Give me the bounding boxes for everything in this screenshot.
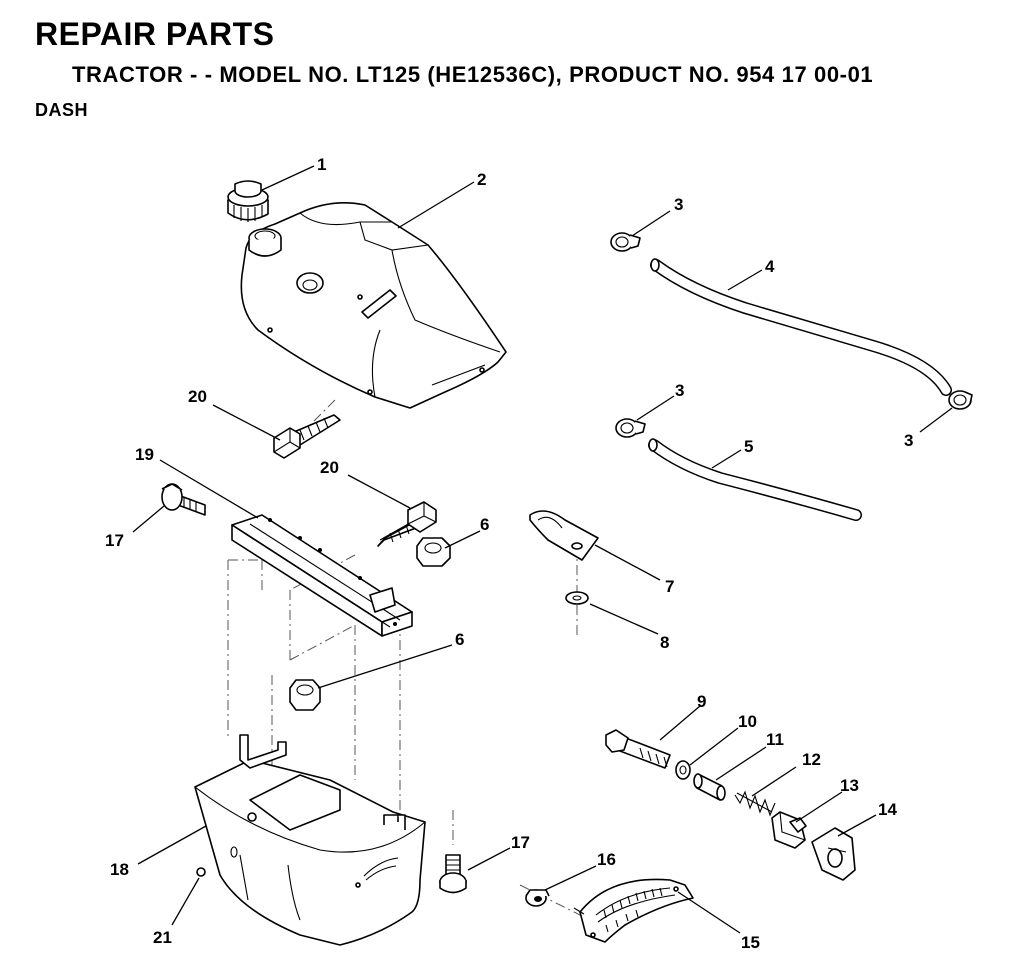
callout-17-lower: 17 xyxy=(511,833,530,852)
spacer-part xyxy=(693,773,726,801)
fuel-tank-part xyxy=(240,201,507,409)
spring-part xyxy=(734,790,776,817)
callout-19: 19 xyxy=(135,445,154,464)
callout-17-upper: 17 xyxy=(105,531,124,550)
callout-20-lower: 20 xyxy=(320,458,339,477)
selector-part xyxy=(771,811,807,849)
callout-8: 8 xyxy=(660,633,669,652)
callout-11: 11 xyxy=(766,730,784,749)
flat-washer-part xyxy=(675,760,691,780)
callout-7: 7 xyxy=(665,577,674,596)
washer-part xyxy=(565,591,589,605)
dash-bracket-part xyxy=(231,514,413,637)
nut-part-lower xyxy=(289,679,321,711)
callout-3-top: 3 xyxy=(674,195,683,214)
callout-5: 5 xyxy=(744,437,753,456)
page-title: REPAIR PARTS xyxy=(35,16,275,52)
flange-nut-part xyxy=(525,889,550,907)
bolt-part-upper xyxy=(161,483,206,516)
callout-9: 9 xyxy=(697,692,706,711)
page-subtitle: TRACTOR - - MODEL NO. LT125 (HE12536C), … xyxy=(72,62,874,87)
shoulder-bolt-part xyxy=(605,729,671,769)
screw-part-upper xyxy=(273,414,341,459)
fuel-line-clip-part xyxy=(529,510,599,561)
fuel-line-part-short xyxy=(648,438,862,521)
callout-10: 10 xyxy=(738,712,757,731)
bolt-part-lower xyxy=(439,854,467,894)
nut-part-upper xyxy=(416,537,451,567)
callout-14: 14 xyxy=(878,800,897,819)
callout-6-lower: 6 xyxy=(455,630,464,649)
small-screw-part xyxy=(196,867,206,877)
callout-13: 13 xyxy=(840,776,859,795)
callout-18: 18 xyxy=(110,860,129,879)
fuel-cap-part xyxy=(227,180,269,222)
leader-lines xyxy=(132,165,953,934)
callout-6-upper: 6 xyxy=(480,515,489,534)
callout-3-right: 3 xyxy=(904,431,913,450)
callout-numbers: 1 2 3 4 3 3 5 20 19 20 6 17 7 8 6 9 10 1… xyxy=(105,155,913,952)
speed-plate-part xyxy=(573,878,694,943)
screw-part-lower xyxy=(377,501,437,547)
callout-15: 15 xyxy=(741,933,760,952)
callout-12: 12 xyxy=(802,750,821,769)
hose-clamp-part xyxy=(610,232,973,438)
alignment-lines xyxy=(227,399,591,921)
callout-20-upper: 20 xyxy=(188,387,207,406)
callout-3-middle: 3 xyxy=(675,381,684,400)
callout-2: 2 xyxy=(477,170,486,189)
section-label: DASH xyxy=(35,100,89,120)
callout-4: 4 xyxy=(765,257,775,276)
callout-21: 21 xyxy=(153,928,172,947)
dash-panel-part xyxy=(194,734,426,946)
callout-16: 16 xyxy=(597,850,616,869)
lever-bracket-part xyxy=(811,827,856,881)
fuel-line-part xyxy=(650,258,952,396)
callout-1: 1 xyxy=(317,155,326,174)
